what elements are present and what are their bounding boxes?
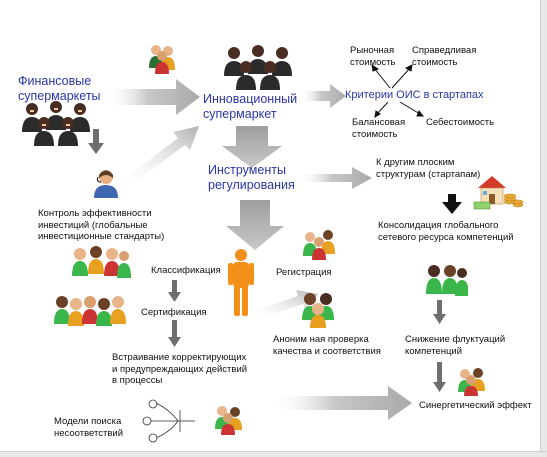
arrow-tools-to-class	[226, 200, 284, 250]
window-frame-bottom	[0, 451, 547, 457]
businessmen-group-left-icon	[22, 101, 90, 146]
arrow-to-registration	[252, 290, 318, 320]
arrow-innov-to-criteria	[300, 84, 346, 108]
arrow-to-synergy	[270, 386, 412, 420]
people-group-icon	[54, 296, 126, 326]
arrow-class-to-cert-shaft	[172, 280, 177, 292]
criteria-arrows	[371, 63, 425, 118]
registration-label: Регистрация	[276, 267, 332, 278]
cost-value-label: Себестоимость	[426, 117, 495, 128]
orange-person-icon	[228, 249, 254, 316]
people-group-icon	[149, 45, 175, 74]
people-group-icon	[458, 368, 485, 396]
arrow-cert-to-embed-shaft	[172, 320, 177, 337]
tree-diagram-icon	[142, 399, 195, 443]
people-group-icon	[72, 246, 131, 278]
synergy-label: Синергетический эффект	[419, 400, 532, 411]
businessmen-group-center-icon	[224, 45, 292, 90]
arrow-cert-to-embed-head	[168, 337, 181, 347]
window-frame-right	[540, 0, 547, 457]
people-group-icon	[302, 293, 334, 328]
classification-label: Классификация	[151, 265, 221, 276]
arrow-house-to-consol-shaft	[448, 194, 456, 202]
arrow-group-to-fluct-shaft	[437, 300, 442, 314]
people-group-icon	[215, 406, 242, 435]
arrow-fin-to-control-shaft	[93, 129, 99, 143]
operator-icon	[94, 170, 118, 198]
house-money-icon	[473, 176, 524, 210]
arrow-fluct-to-synergy-shaft	[437, 362, 442, 382]
people-group-icon	[426, 265, 468, 296]
criteria-label: Критерии ОИС в стартапах	[345, 89, 484, 101]
arrow-control-to-innov	[118, 126, 199, 190]
arrow-tools-to-other	[298, 167, 372, 189]
arrow-group-to-fluct-head	[433, 314, 446, 324]
arrow-fluct-to-synergy-head	[433, 382, 446, 392]
arrow-fin-to-control-head	[88, 143, 104, 154]
arrow-house-to-consol-head	[442, 202, 462, 214]
people-group-icon	[303, 230, 335, 260]
arrow-class-to-cert-head	[168, 292, 181, 302]
certification-label: Сертификация	[141, 307, 207, 318]
arrow-innov-to-tools	[222, 126, 282, 168]
arrow-fin-to-innov	[105, 79, 200, 115]
